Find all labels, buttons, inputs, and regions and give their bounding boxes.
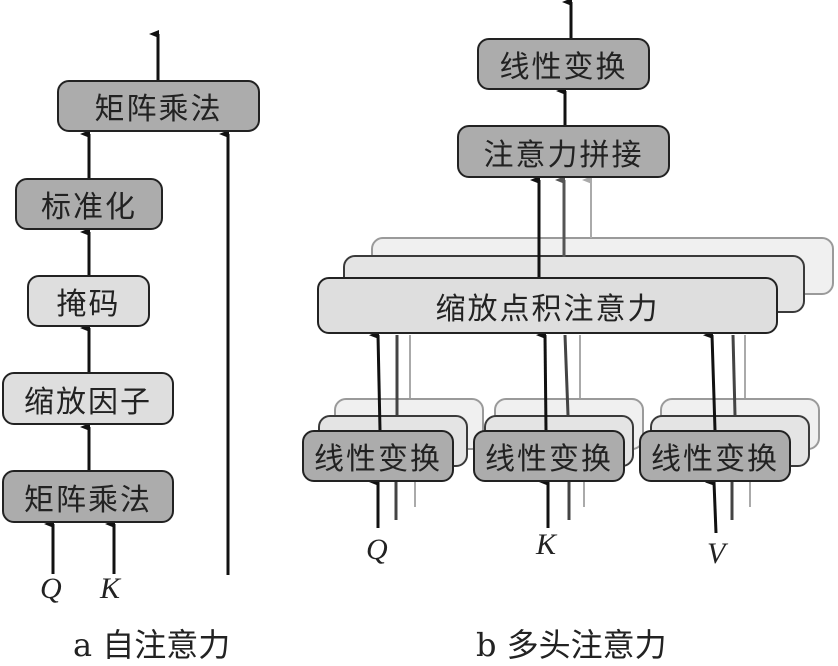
self-attn-mask-label: 掩码: [56, 287, 121, 322]
self-attn-input-q: Q: [40, 572, 62, 605]
self-attn-softmax-label: 标准化: [41, 190, 137, 225]
self-attn-mask-box: 掩码: [27, 275, 150, 327]
self-attn-scale-label: 缩放因子: [24, 384, 152, 420]
self-attn-softmax-box: 标准化: [15, 178, 163, 230]
mha-sdpa-box: 缩放点积注意力: [317, 277, 778, 334]
self-attn-bottom-matmul-label: 矩阵乘法: [24, 482, 152, 518]
mha-concat-box: 注意力拼接: [457, 125, 670, 178]
self-attn-caption: a 自注意力: [73, 626, 231, 664]
self-attn-scale-box: 缩放因子: [2, 372, 174, 425]
self-attn-input-k: K: [100, 572, 121, 605]
mha-linear-q-label: 线性变换: [314, 442, 442, 477]
self-attn-top-matmul-label: 矩阵乘法: [94, 92, 223, 127]
self-attn-bottom-matmul-box: 矩阵乘法: [2, 470, 174, 523]
mha-input-k: K: [536, 528, 557, 561]
mha-linear-k-box: 线性变换: [473, 430, 625, 482]
mha-sdpa-label: 缩放点积注意力: [435, 291, 660, 327]
mha-input-v: V: [707, 537, 726, 570]
arrow-v-input-b: [705, 477, 718, 534]
mha-output-linear-label: 线性变换: [499, 50, 628, 85]
mha-linear-q-box: 线性变换: [302, 430, 454, 482]
mha-caption: b 多头注意力: [476, 626, 667, 664]
mha-linear-k-label: 线性变换: [485, 442, 613, 477]
mha-linear-v-label: 线性变换: [651, 442, 779, 477]
mha-concat-label: 注意力拼接: [483, 137, 644, 173]
mha-input-q: Q: [366, 533, 388, 566]
mha-output-linear-box: 线性变换: [477, 38, 650, 90]
mha-linear-v-box: 线性变换: [639, 430, 791, 482]
self-attn-top-matmul-box: 矩阵乘法: [57, 80, 260, 132]
